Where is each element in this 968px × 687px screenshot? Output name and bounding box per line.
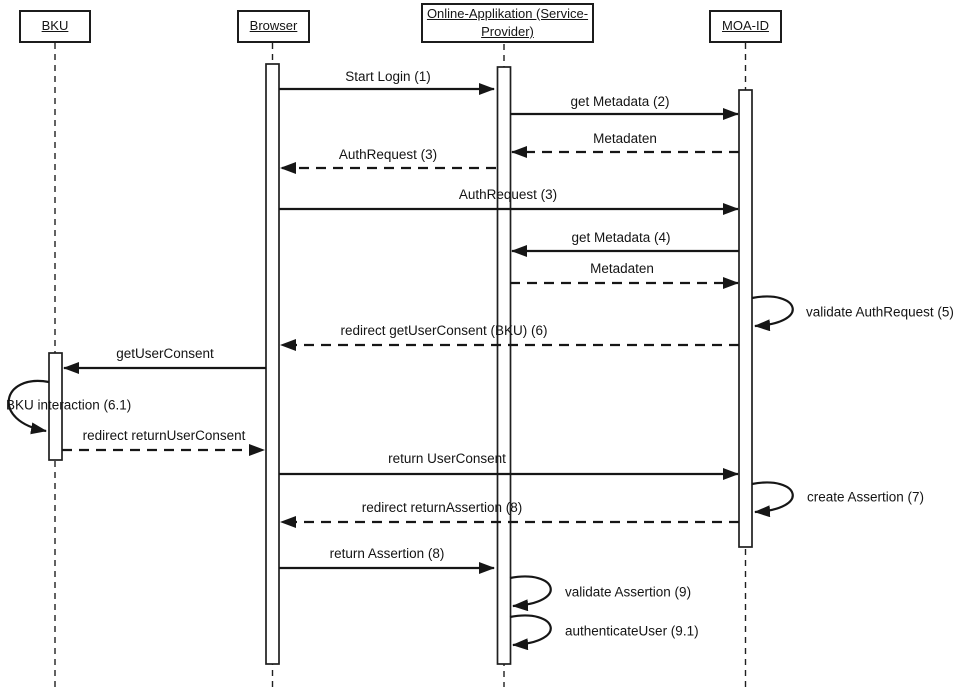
- actor-bku: BKU: [19, 10, 91, 43]
- message-label-metadaten-2: Metadaten: [590, 261, 654, 276]
- message-label-get-metadata-4: get Metadata (4): [571, 230, 671, 245]
- activation-bar-bku: [48, 352, 63, 461]
- message-label-redirect-getuserconsent: redirect getUserConsent (BKU) (6): [340, 323, 548, 338]
- message-label-redirect-returnassertion: redirect returnAssertion (8): [361, 500, 523, 515]
- message-label-metadaten-1: Metadaten: [593, 131, 657, 146]
- message-label-start-login: Start Login (1): [345, 69, 431, 84]
- loop-validate-assertion: [509, 575, 552, 612]
- message-label-authrequest-3-solid: AuthRequest (3): [458, 187, 558, 202]
- actor-browser-label: Browser: [249, 18, 298, 34]
- message-label-authenticateuser: authenticateUser (9.1): [565, 623, 699, 639]
- message-label-return-userconsent: return UserConsent: [388, 451, 506, 466]
- actor-online-app-label: Online-Applikation (Service-Provider): [426, 5, 589, 39]
- activation-bar-online-app: [496, 66, 512, 665]
- actor-browser: Browser: [237, 10, 310, 43]
- message-label-redirect-returnuserconsent: redirect returnUserConsent: [82, 428, 246, 443]
- loop-authenticateuser: [509, 614, 552, 651]
- actor-bku-label: BKU: [41, 18, 69, 34]
- actor-online-app: Online-Applikation (Service-Provider): [421, 3, 594, 43]
- message-label-return-assertion: return Assertion (8): [329, 546, 445, 561]
- activation-bar-moa-id: [738, 89, 753, 548]
- message-label-validate-assertion: validate Assertion (9): [565, 584, 692, 600]
- message-label-getuserconsent: getUserConsent: [116, 346, 214, 361]
- message-label-bku-interaction: BKU interaction (6.1): [6, 397, 132, 413]
- loop-validate-authrequest: [751, 295, 794, 332]
- actor-moa-id-label: MOA-ID: [722, 18, 769, 34]
- activation-bar-browser: [265, 63, 280, 665]
- message-label-create-assertion: create Assertion (7): [807, 489, 925, 505]
- actor-moa-id: MOA-ID: [709, 10, 782, 43]
- loop-create-assertion: [751, 481, 794, 518]
- message-label-validate-authrequest: validate AuthRequest (5): [806, 304, 954, 320]
- message-label-authrequest-3-dashed: AuthRequest (3): [338, 147, 438, 162]
- message-label-get-metadata-2: get Metadata (2): [570, 94, 670, 109]
- loop-bku-interaction: [7, 379, 50, 435]
